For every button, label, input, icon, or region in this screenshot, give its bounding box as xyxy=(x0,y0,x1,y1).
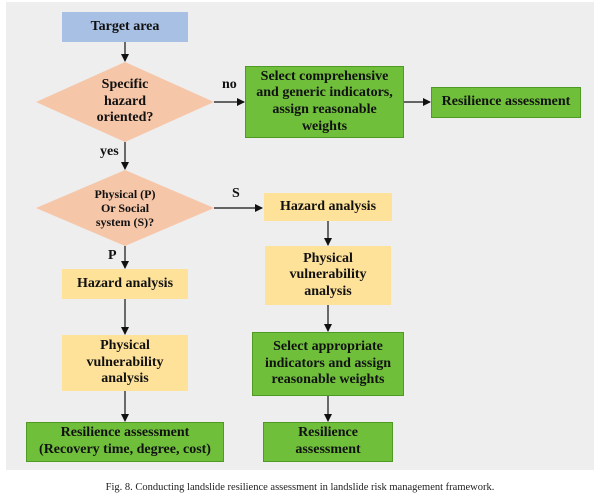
specific-hazard-label-wrap: Specific hazard oriented? xyxy=(75,72,175,132)
edge-label-p: P xyxy=(108,248,117,263)
select-appropriate-box: Select appropriate indicators and assign… xyxy=(252,332,404,396)
resilience-left-label: Resilience assessment (Recovery time, de… xyxy=(39,425,211,457)
physical-or-social-label: Physical (P) Or Social system (S)? xyxy=(94,186,156,230)
edge-label-no: no xyxy=(222,77,237,92)
edge-label-yes: yes xyxy=(100,144,119,159)
target-area-box: Target area xyxy=(62,12,188,42)
physical-vuln-right-label: Physical vulnerability analysis xyxy=(289,250,367,299)
physical-or-social-label-wrap: Physical (P) Or Social system (S)? xyxy=(78,182,172,234)
physical-vuln-left-box: Physical vulnerability analysis xyxy=(62,335,188,391)
specific-hazard-label: Specific hazard oriented? xyxy=(96,77,154,126)
target-area-label: Target area xyxy=(90,18,160,34)
select-comprehensive-label: Select comprehensive and generic indicat… xyxy=(256,68,393,134)
hazard-right-label: Hazard analysis xyxy=(279,198,377,214)
figure-caption: Fig. 8. Conducting landslide resilience … xyxy=(105,482,495,493)
hazard-right-box: Hazard analysis xyxy=(264,193,392,221)
resilience-top-label: Resilience assessment xyxy=(441,94,571,110)
specific-hazard-diamond xyxy=(36,62,214,142)
resilience-top-box: Resilience assessment xyxy=(431,87,581,118)
hazard-left-label: Hazard analysis xyxy=(76,275,174,291)
resilience-right-box: Resilience assessment xyxy=(263,422,393,462)
edge-label-s: S xyxy=(232,186,240,201)
resilience-left-box: Resilience assessment (Recovery time, de… xyxy=(26,422,224,462)
select-comprehensive-box: Select comprehensive and generic indicat… xyxy=(245,66,404,138)
physical-vuln-left-label: Physical vulnerability analysis xyxy=(86,338,164,387)
resilience-right-label: Resilience assessment xyxy=(295,425,361,457)
physical-vuln-right-box: Physical vulnerability analysis xyxy=(265,246,391,305)
select-appropriate-label: Select appropriate indicators and assign… xyxy=(264,339,392,388)
hazard-left-box: Hazard analysis xyxy=(62,269,188,299)
physical-or-social-diamond xyxy=(36,170,214,246)
